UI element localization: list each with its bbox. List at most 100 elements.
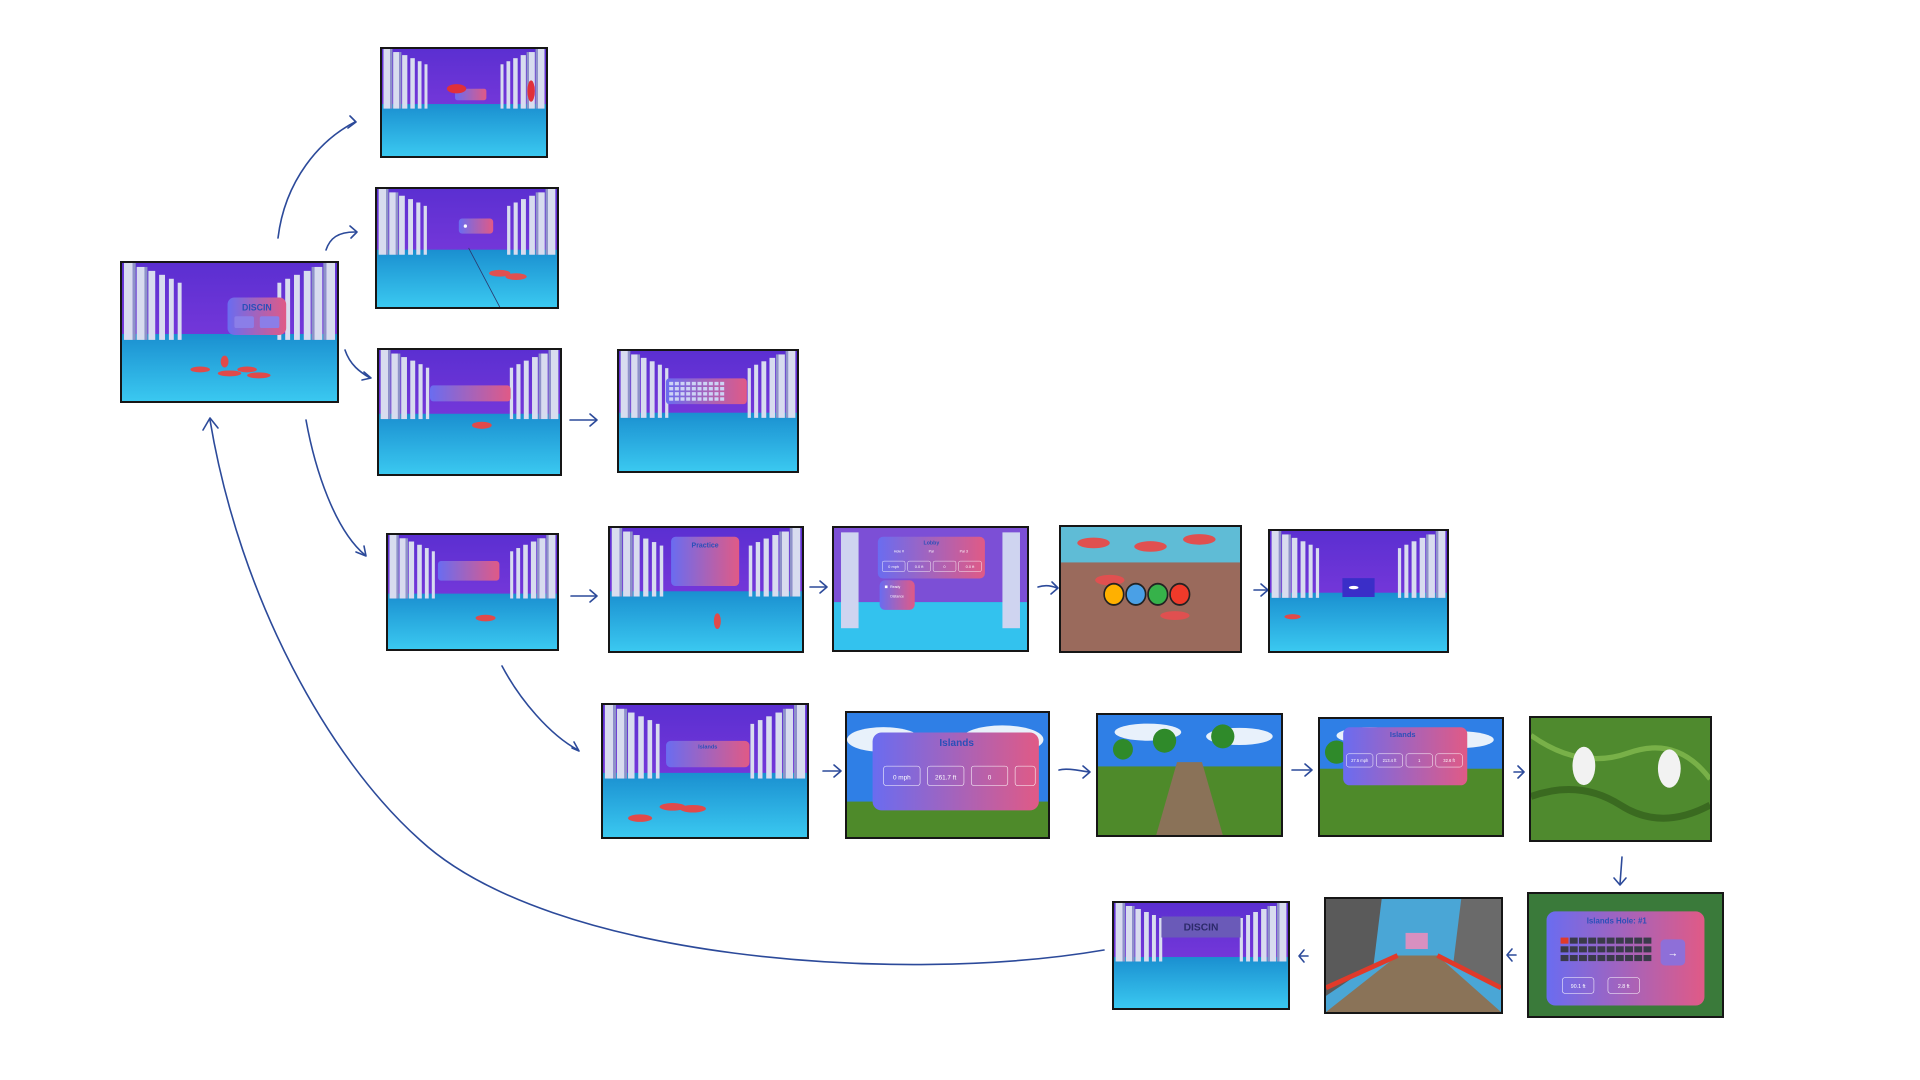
- arrow-head: [1082, 765, 1091, 779]
- islands-stat: 0: [988, 775, 992, 782]
- ready-panel: [879, 580, 915, 610]
- screenshot-course-view: [1096, 713, 1283, 837]
- scorecard-cell: [1625, 937, 1633, 944]
- fish: [446, 84, 467, 94]
- islands-small-stat: 27.5 mph: [1351, 758, 1369, 763]
- lobby-title: Lobby: [923, 541, 939, 547]
- scorecard-cell: [1588, 946, 1597, 953]
- fish: [1160, 611, 1190, 620]
- scorecard-cell: [1579, 946, 1587, 953]
- scorecard-cell: [1634, 937, 1643, 944]
- stats-cell: [680, 387, 685, 391]
- islands-stats-panel: [872, 732, 1039, 811]
- flow-arrow: [1037, 584, 1058, 589]
- stats-cell: [669, 381, 674, 386]
- scorecard-cell: [1579, 937, 1587, 944]
- flow-arrow: [501, 665, 579, 751]
- stats-cell: [714, 392, 719, 396]
- stats-cell: [674, 397, 679, 401]
- flow-arrow: [325, 231, 356, 251]
- fish: [489, 269, 511, 277]
- hole-title: Islands Hole: #1: [1587, 917, 1648, 926]
- fish: [1183, 534, 1216, 545]
- scene-pillars: DISCIN: [122, 263, 337, 401]
- stats-cell: [720, 387, 725, 391]
- fish: [628, 814, 653, 822]
- stats-cell: [703, 387, 708, 391]
- fairway: [1326, 955, 1501, 1012]
- lobby-stat: 0: [943, 564, 946, 569]
- islands-small-title: Islands: [1390, 730, 1416, 739]
- screenshot-top-2: [375, 187, 559, 309]
- arrow-head: [349, 225, 358, 239]
- stats-cell: [686, 397, 691, 401]
- screenshot-stats-menu: [377, 348, 562, 476]
- stats-cell: [674, 381, 679, 386]
- fish: [1134, 541, 1167, 552]
- stats-cell: [708, 392, 713, 396]
- scorecard-cell: [1569, 937, 1578, 944]
- stats-grid: [669, 381, 725, 401]
- scorecard-cell: [1625, 955, 1633, 962]
- arrow-head: [833, 764, 842, 778]
- fish: [659, 803, 686, 811]
- stats-cell: [714, 387, 719, 391]
- stats-cell: [720, 397, 725, 401]
- fish: [475, 614, 496, 622]
- scorecard-cell: [1560, 946, 1569, 953]
- arrow-head: [355, 545, 367, 557]
- scorecard-cell: [1569, 955, 1578, 962]
- lobby-col: Par 3: [960, 549, 968, 553]
- stats-panel: [665, 378, 747, 405]
- stats-cell: [669, 392, 674, 396]
- arrows: [202, 115, 1627, 966]
- screenshot-top-1: [380, 47, 548, 158]
- islands-stat: 0 mph: [893, 775, 911, 782]
- arrow-head: [589, 413, 598, 427]
- scorecard-cell: [1606, 946, 1615, 953]
- screenshot-disc-select: [1059, 525, 1242, 653]
- stats-cell: [703, 397, 708, 401]
- stats-cell: [691, 381, 696, 386]
- hole-stat: 90.1 ft: [1571, 984, 1586, 990]
- lobby-col: Hole #: [894, 549, 904, 553]
- lobby-stat: 0 mph: [888, 564, 899, 569]
- screenshot-islands-hole: Islands Hole: #1 → 90.1 ft 2.8 ft: [1527, 892, 1724, 1018]
- lobby-col: Par: [929, 549, 935, 553]
- arrow-head: [1613, 877, 1627, 886]
- screenshot-practice: Practice: [608, 526, 804, 653]
- islands-small-panel: [1343, 727, 1468, 786]
- stats-cell: [691, 387, 696, 391]
- stats-cell: [697, 381, 702, 386]
- menu-panel: [430, 385, 511, 402]
- stats-cell: [720, 381, 725, 386]
- scorecard-cell: [1597, 937, 1606, 944]
- arrow-head: [202, 417, 219, 431]
- scorecard-cell: [1597, 946, 1606, 953]
- stats-cell: [708, 397, 713, 401]
- scorecard-cell: [1588, 937, 1597, 944]
- practice-panel: [671, 536, 740, 586]
- fish: [527, 80, 535, 102]
- arrow-head: [1298, 949, 1305, 963]
- tree: [1112, 739, 1133, 760]
- scorecard-cell: [1625, 946, 1633, 953]
- arrow-head: [1517, 765, 1525, 779]
- scorecard-cell: [1615, 946, 1624, 953]
- arrow-head: [1304, 763, 1313, 777]
- stats-cell: [674, 387, 679, 391]
- stats-cell: [697, 392, 702, 396]
- islands-small-stat: 1: [1418, 758, 1421, 763]
- scorecard-cell: [1634, 946, 1643, 953]
- disc-option: [1125, 582, 1147, 606]
- stats-cell: [686, 387, 691, 391]
- home-title: DISCIN: [242, 302, 272, 312]
- end-panel: [1405, 932, 1428, 950]
- scorecard-cell: [1643, 946, 1652, 953]
- menu-button: [234, 316, 254, 329]
- end-title: DISCIN: [1184, 923, 1219, 934]
- screenshot-islands-stats: Islands 0 mph 261.7 ft 0: [845, 711, 1050, 839]
- stats-cell: [669, 397, 674, 401]
- practice-title: Practice: [692, 542, 719, 549]
- stats-cell: [691, 392, 696, 396]
